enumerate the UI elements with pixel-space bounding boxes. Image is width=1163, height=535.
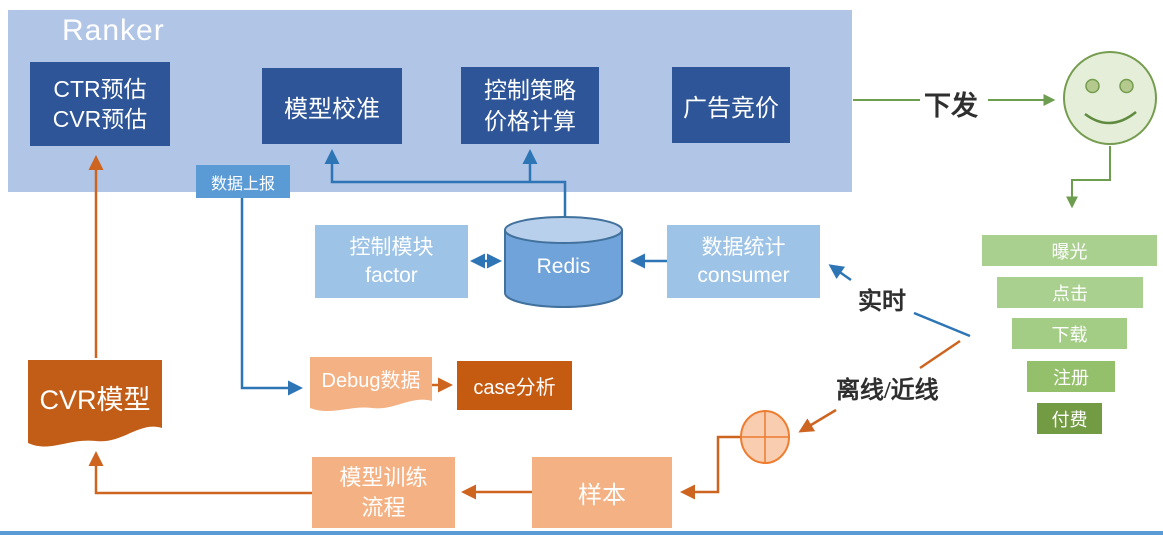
smiley-left-eye (1085, 78, 1100, 94)
node-model-calibration: 模型校准 (262, 68, 402, 144)
smiley-right-eye (1119, 78, 1134, 94)
cvr-model-document-shape (28, 360, 162, 447)
redis-label: Redis (536, 255, 591, 278)
node-case-analysis: case分析 (457, 361, 572, 410)
funnel-item-register: 注册 (1027, 361, 1115, 392)
node-cvr-model-label: CVR模型 (39, 384, 151, 415)
arrow-merge-to-sample (680, 435, 741, 500)
node-sample: 样本 (532, 457, 672, 528)
redis-database-icon (504, 216, 623, 308)
arrow-user-to-funnel (1066, 146, 1111, 209)
funnel-item-exposure: 曝光 (982, 235, 1157, 266)
label-offline-nearline: 离线/近线 (836, 378, 939, 404)
arrow-data-report-to-debug (240, 198, 303, 396)
node-control-strategy: 控制策略 价格计算 (461, 67, 599, 144)
smiley-mouth (1084, 111, 1137, 125)
node-control-module-factor: 控制模块 factor (315, 225, 468, 298)
node-ad-bidding: 广告竞价 (672, 67, 790, 143)
node-data-stat-consumer: 数据统计 consumer (667, 225, 820, 298)
label-deliver: 下发 (924, 91, 978, 121)
funnel-item-download: 下载 (1012, 318, 1127, 349)
bottom-border-bar (0, 531, 1163, 535)
arrow-offline-to-merge (798, 408, 837, 433)
line-offline-segment (919, 339, 961, 370)
ranker-title: Ranker (62, 14, 165, 47)
funnel-item-click: 点击 (997, 277, 1143, 308)
badge-data-report: 数据上报 (196, 165, 290, 198)
label-realtime: 实时 (858, 289, 906, 315)
debug-data-document-shape (310, 357, 432, 411)
line-realtime-segment (913, 311, 971, 338)
arrow-realtime-to-consumer (828, 264, 852, 282)
funnel-item-pay: 付费 (1037, 403, 1102, 434)
arrow-redis-to-calibration (324, 149, 567, 219)
arrow-training-to-cvr (88, 451, 312, 495)
user-smiley-icon (1063, 51, 1157, 145)
node-ctr-cvr-predict: CTR预估 CVR预估 (30, 62, 170, 146)
node-debug-data-label: Debug数据 (321, 369, 421, 392)
node-training-flow: 模型训练 流程 (312, 457, 455, 528)
merge-junction-icon (740, 410, 790, 464)
